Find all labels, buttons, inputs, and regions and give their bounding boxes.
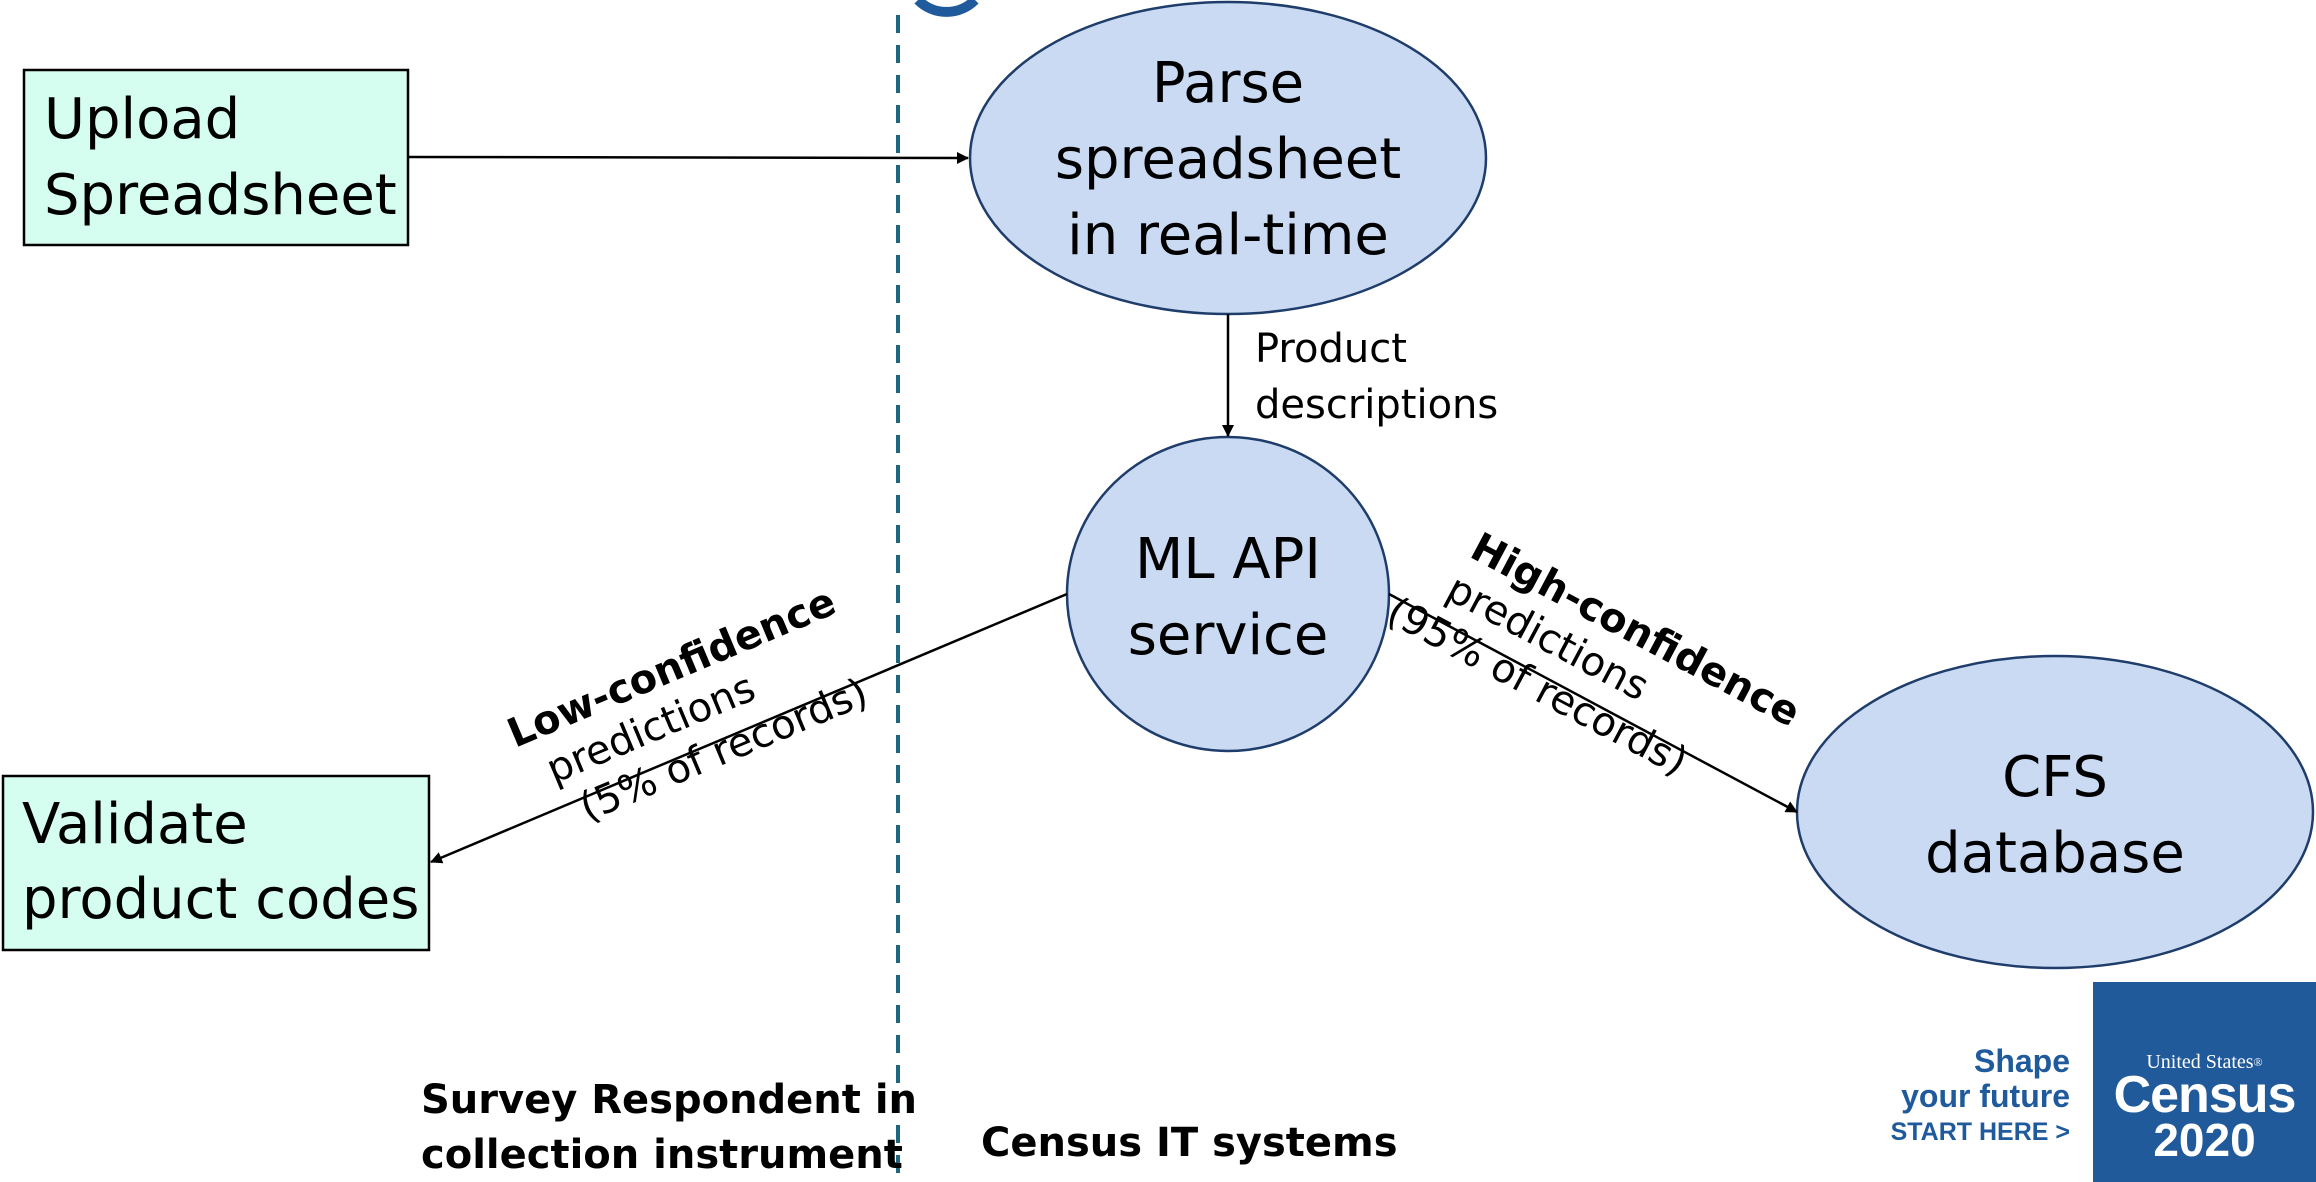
ml-label-line2: service bbox=[1128, 603, 1329, 668]
region-right-label: Census IT systems bbox=[981, 1120, 1398, 1166]
high-confidence-label: High-confidence predictions (95% of reco… bbox=[1379, 524, 1807, 785]
region-left-line2: collection instrument bbox=[421, 1132, 903, 1178]
product-descriptions-line1: Product bbox=[1255, 326, 1407, 372]
parse-spreadsheet-node: Parse spreadsheet in real-time bbox=[968, 0, 1488, 316]
ml-api-service-node: ML API service bbox=[1065, 435, 1391, 753]
low-confidence-label: Low-confidence predictions (5% of record… bbox=[501, 579, 874, 831]
census-promo-text[interactable]: Shape your future START HERE > bbox=[1860, 1044, 2070, 1150]
upload-label-line1: Upload bbox=[44, 87, 240, 152]
cfs-label-line1: CFS bbox=[2002, 745, 2108, 810]
partial-shape-top bbox=[914, 0, 979, 17]
logo-year: 2020 bbox=[2153, 1114, 2256, 1166]
parse-label-line2: spreadsheet bbox=[1055, 127, 1401, 192]
ml-to-cfs-arrow bbox=[1388, 592, 1798, 814]
logo-top-text: United States bbox=[2146, 1051, 2254, 1073]
ml-to-validate-arrow bbox=[430, 592, 1068, 864]
validate-product-codes-node: Validate product codes bbox=[1, 774, 431, 952]
logo-united-states: United States® bbox=[2093, 1052, 2316, 1072]
parse-label-line1: Parse bbox=[1152, 51, 1304, 116]
promo-line1: Shape bbox=[1973, 1043, 2070, 1079]
validate-label-line2: product codes bbox=[22, 867, 419, 932]
cfs-database-node: CFS database bbox=[1795, 654, 2315, 970]
logo-census-word: Census bbox=[2113, 1066, 2297, 1124]
region-left-line1: Survey Respondent in bbox=[421, 1077, 917, 1123]
product-descriptions-line2: descriptions bbox=[1255, 382, 1498, 428]
parse-label-line3: in real-time bbox=[1067, 203, 1389, 268]
upload-spreadsheet-node: Upload Spreadsheet bbox=[22, 68, 410, 247]
cfs-label-line2: database bbox=[1925, 821, 2185, 886]
upload-label-line2: Spreadsheet bbox=[44, 163, 397, 228]
census-2020-logo[interactable]: United States® Census 2020 bbox=[2093, 982, 2316, 1182]
promo-line2: your future bbox=[1901, 1078, 2070, 1114]
upload-to-parse-arrow bbox=[407, 151, 969, 164]
logo-registered-mark: ® bbox=[2253, 1055, 2263, 1069]
ml-label-line1: ML API bbox=[1135, 527, 1321, 592]
promo-line3: START HERE > bbox=[1890, 1118, 2070, 1146]
validate-label-line1: Validate bbox=[22, 792, 248, 857]
